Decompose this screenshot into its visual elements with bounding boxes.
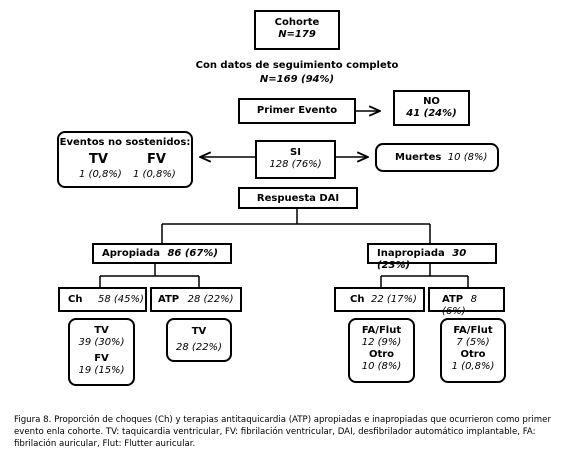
inapp-ch-otro-value: 10 (8%): [361, 361, 402, 372]
inapp-atp-fa-value: 7 (5%): [456, 337, 490, 348]
cohort-label: Cohorte: [274, 17, 320, 28]
appropriate-value: 86 (67%): [167, 248, 218, 259]
no-event-label: NO: [423, 96, 440, 107]
non-sustained-fv-value: 1 (0,8%): [133, 169, 176, 180]
app-atp-tv-label: TV: [191, 326, 207, 337]
first-event-label: Primer Evento: [256, 105, 338, 116]
si-value: 128 (76%): [269, 159, 322, 170]
deaths-value: 10 (8%): [447, 152, 488, 163]
followup-n: N=169 (94%): [259, 74, 335, 85]
non-sustained-tv-value: 1 (0,8%): [79, 169, 122, 180]
inappropriate-value: 30 (23%): [377, 248, 467, 271]
inapp-atp-fa-label: FA/Flut: [453, 325, 493, 336]
inapp-atp-detail-box: FA/Flut 7 (5%) Otro 1 (0,8%): [440, 318, 506, 383]
inapp-ch-fa-value: 12 (9%): [361, 337, 402, 348]
non-sustained-box: Eventos no sostenidos: TV FV 1 (0,8%) 1 …: [57, 131, 193, 188]
app-atp-box: ATP 28 (22%): [150, 287, 242, 312]
inapp-atp-otro-label: Otro: [460, 349, 486, 360]
app-ch-box: Ch 58 (45%): [58, 287, 147, 312]
cohort-box: Cohorte N=179: [254, 10, 340, 50]
no-event-value: 41 (24%): [406, 108, 457, 119]
first-event-box: Primer Evento: [238, 98, 356, 124]
deaths-label: Muertes: [395, 152, 442, 163]
no-event-box: NO 41 (24%): [393, 90, 470, 126]
app-ch-fv-label: FV: [94, 353, 109, 364]
app-ch-label: Ch: [68, 294, 83, 305]
si-label: SI: [290, 147, 301, 158]
app-atp-detail-box: TV 28 (22%): [166, 318, 232, 362]
app-atp-label: ATP: [158, 294, 180, 305]
non-sustained-fv-label: FV: [147, 152, 166, 167]
non-sustained-title: Eventos no sostenidos:: [59, 137, 191, 148]
non-sustained-tv-label: TV: [89, 152, 108, 167]
dai-response-box: Respuesta DAI: [238, 187, 358, 209]
dai-response-label: Respuesta DAI: [256, 193, 340, 204]
inapp-ch-otro-label: Otro: [368, 349, 395, 360]
inappropriate-box: Inapropiada 30 (23%): [367, 243, 497, 271]
non-sustained-labels: TV FV: [59, 151, 191, 169]
inapp-ch-value: 22 (17%): [370, 294, 417, 305]
app-ch-detail-box: TV 39 (30%) FV 19 (15%): [68, 318, 135, 386]
cohort-n: N=179: [278, 29, 316, 40]
inapp-atp-box: ATP 8 (6%): [428, 287, 505, 317]
inapp-ch-detail-box: FA/Flut 12 (9%) Otro 10 (8%): [348, 318, 415, 383]
inapp-ch-box: Ch 22 (17%): [334, 287, 425, 312]
app-ch-value: 58 (45%): [97, 294, 144, 305]
app-atp-tv-value: 28 (22%): [176, 342, 222, 353]
followup-label: Con datos de seguimiento completo: [195, 60, 399, 71]
appropriate-label: Apropiada: [102, 248, 160, 259]
non-sustained-values: 1 (0,8%) 1 (0,8%): [59, 169, 191, 181]
inapp-ch-fa-label: FA/Flut: [361, 325, 402, 336]
inapp-atp-label: ATP: [442, 294, 464, 305]
app-ch-tv-value: 39 (30%): [78, 337, 125, 348]
inapp-ch-label: Ch: [350, 294, 365, 305]
inappropriate-label: Inapropiada: [377, 248, 445, 259]
app-atp-value: 28 (22%): [187, 294, 234, 305]
appropriate-box: Apropiada 86 (67%): [92, 243, 232, 264]
app-ch-fv-value: 19 (15%): [78, 365, 125, 376]
inapp-atp-value: 8 (6%): [442, 294, 477, 317]
figure-caption: Figura 8. Proporción de choques (Ch) y t…: [14, 415, 551, 449]
followup-box: Con datos de seguimiento completo N=169 …: [186, 60, 408, 86]
inapp-atp-otro-value: 1 (0,8%): [451, 361, 495, 372]
si-box: SI 128 (76%): [255, 140, 336, 179]
deaths-box: Muertes 10 (8%): [375, 143, 499, 172]
app-ch-tv-label: TV: [94, 325, 109, 336]
